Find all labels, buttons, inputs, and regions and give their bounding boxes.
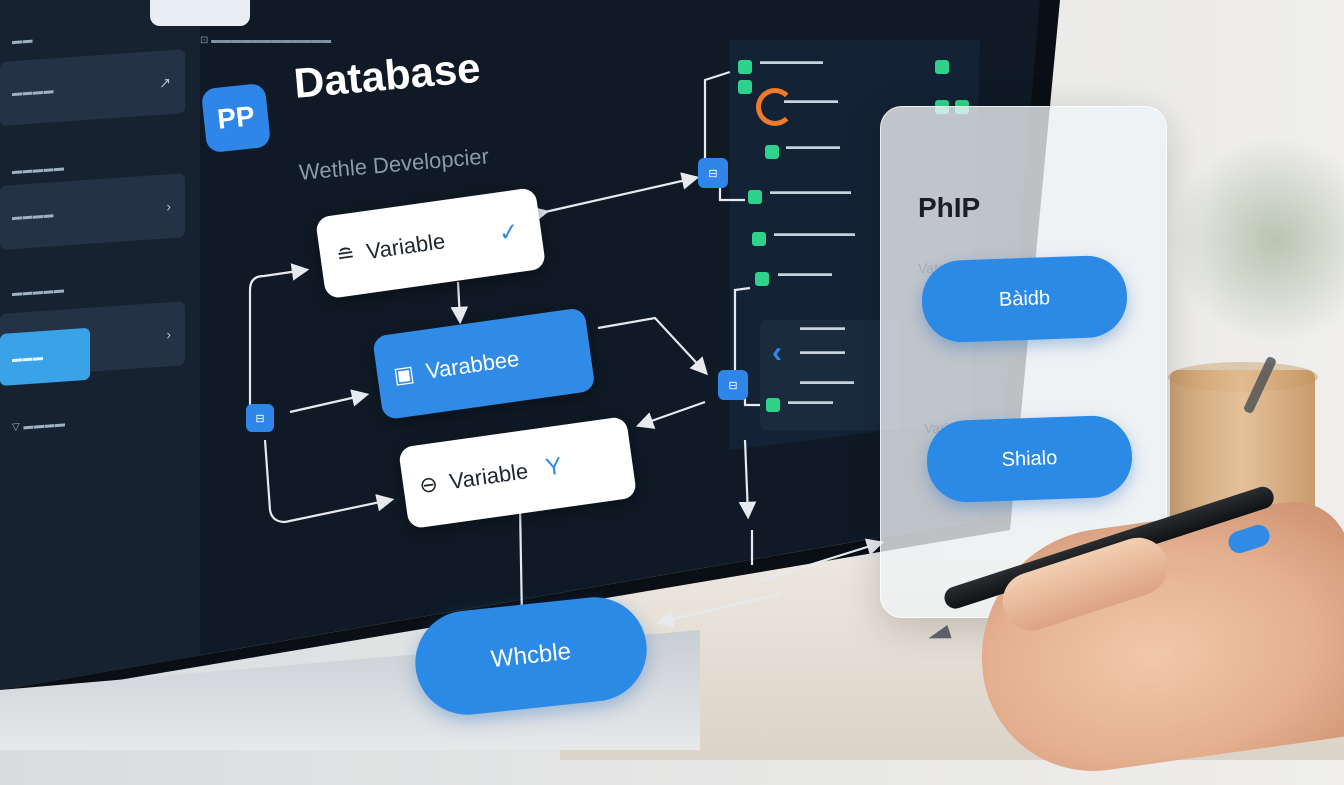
list-item: ▬▬▬▬▬ xyxy=(800,346,845,356)
hash-icon[interactable]: ⊟ xyxy=(718,370,748,400)
list-item-marker xyxy=(738,60,752,74)
list-item: ▬▬▬▬▬▬ xyxy=(786,141,840,151)
hash-icon[interactable]: ⊟ xyxy=(698,158,728,188)
list-item: ▬▬▬▬▬▬▬ xyxy=(760,56,823,66)
search-pill[interactable] xyxy=(150,0,250,26)
list-item: ▬▬▬▬▬▬ xyxy=(800,376,854,386)
shialo-button[interactable]: Shialo xyxy=(925,414,1134,504)
node-label: Varabbee xyxy=(424,345,521,384)
baidb-button[interactable]: Bàidb xyxy=(920,254,1129,344)
list-item-marker xyxy=(765,145,779,159)
globe-icon: ⊖ xyxy=(417,470,440,499)
bookmark-icon: ▣ xyxy=(391,360,416,389)
list-item-marker xyxy=(755,272,769,286)
list-item: ▬▬▬▬▬▬ xyxy=(784,95,838,105)
background-plant xyxy=(1164,140,1344,340)
hash-icon[interactable]: ⊟ xyxy=(246,404,274,432)
right-panel-card xyxy=(760,320,900,430)
list-item: ▬▬▬▬▬ xyxy=(788,396,833,406)
toolbar-path: ⊡ ▬▬▬▬▬▬▬▬▬▬▬▬ xyxy=(200,35,332,46)
list-item: ▬▬▬▬▬▬ xyxy=(778,268,832,278)
flow-connectors xyxy=(248,70,885,628)
node-mark: Y xyxy=(543,452,564,482)
list-item: ▬▬▬▬▬▬▬▬▬ xyxy=(770,186,851,196)
list-item-marker xyxy=(738,80,752,94)
list-item: ▬▬▬▬▬ xyxy=(800,322,845,332)
card-title: PhIP xyxy=(918,192,981,223)
orange-ring-icon xyxy=(756,88,794,126)
node-label: Variable xyxy=(364,228,447,265)
menu-icon: ≘ xyxy=(334,240,357,269)
list-item: ▬▬▬▬▬▬▬▬▬ xyxy=(774,228,855,238)
check-icon: ✓ xyxy=(496,217,521,247)
chevron-left-icon: ‹ xyxy=(772,336,782,369)
list-item-marker xyxy=(752,232,766,246)
node-label: Variable xyxy=(447,458,530,495)
list-item-marker xyxy=(748,190,762,204)
list-item-marker xyxy=(935,60,949,74)
list-item-marker xyxy=(766,398,780,412)
